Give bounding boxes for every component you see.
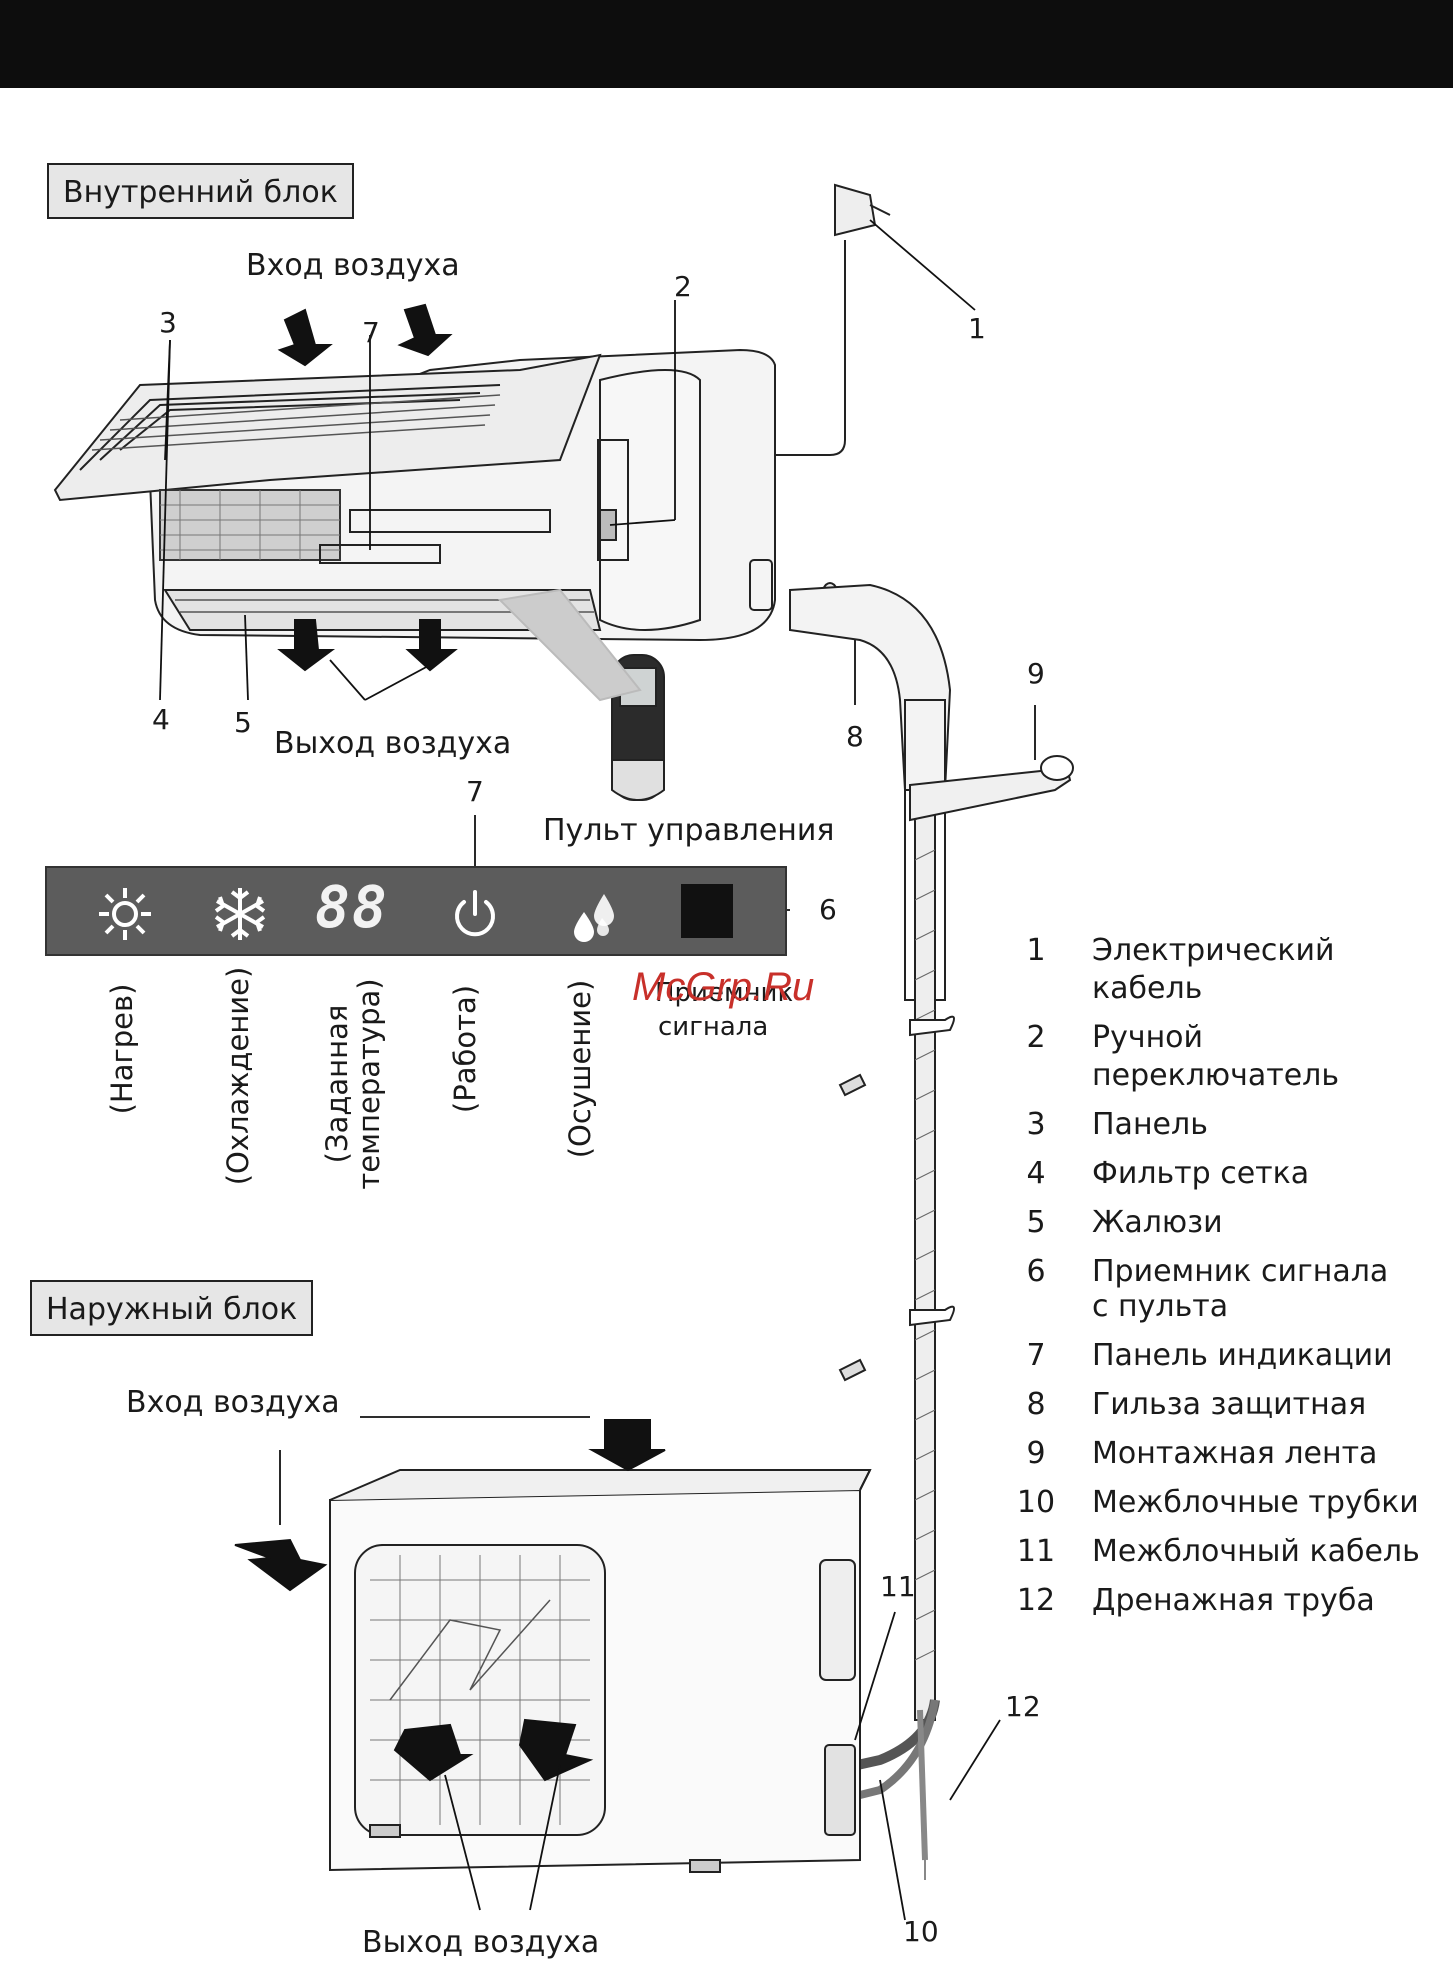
watermark-text: McGrp.Ru bbox=[632, 965, 815, 1009]
legend-list: 1 Электрический кабель 2 Ручной переключате… bbox=[1010, 932, 1450, 1631]
snowflake-icon bbox=[214, 888, 266, 940]
legend-item-text: Фильтр сетка bbox=[1092, 1156, 1310, 1191]
legend-item-number: 4 bbox=[1026, 1156, 1046, 1191]
callout-9: 9 bbox=[1027, 657, 1045, 690]
water-drops-icon bbox=[574, 894, 614, 942]
legend-item-text: Монтажная лента bbox=[1092, 1436, 1378, 1471]
power-icon bbox=[455, 890, 495, 937]
legend-item: 11 Межблочный кабель bbox=[1010, 1533, 1450, 1571]
legend-item-text: Электрический кабель bbox=[1092, 933, 1335, 1006]
callout-5: 5 bbox=[234, 706, 252, 739]
legend-item: 7 Панель индикации bbox=[1010, 1337, 1450, 1375]
indoor-unit-drawing bbox=[53, 183, 891, 642]
callout-7a: 7 bbox=[362, 316, 380, 349]
legend-item-number: 10 bbox=[1016, 1485, 1056, 1520]
legend-item-text: Жалюзи bbox=[1092, 1205, 1223, 1240]
receiver-caption-1: Приемник bbox=[655, 978, 794, 1008]
callout-10: 10 bbox=[903, 1915, 939, 1948]
legend-item-text: Дренажная труба bbox=[1092, 1583, 1375, 1618]
temperature-display: 88 bbox=[315, 873, 389, 941]
callout-4: 4 bbox=[152, 703, 170, 736]
legend-item: 5 Жалюзи bbox=[1010, 1204, 1450, 1242]
legend-item: 9 Монтажная лента bbox=[1010, 1435, 1450, 1473]
callout-3: 3 bbox=[159, 306, 177, 339]
indicator-panel: 88 bbox=[45, 866, 787, 956]
air-in-label-top: Вход воздуха bbox=[246, 248, 460, 283]
legend-item-number: 9 bbox=[1026, 1436, 1046, 1471]
callout-2: 2 bbox=[674, 270, 692, 303]
legend-item: 6 Приемник сигнала bbox=[1010, 1253, 1450, 1291]
legend-item-number: 6 bbox=[1026, 1254, 1046, 1289]
receiver-caption-2: сигнала bbox=[658, 1012, 769, 1042]
air-in-label-outdoor: Вход воздуха bbox=[126, 1385, 340, 1420]
legend-item-number: 5 bbox=[1026, 1205, 1046, 1240]
mode-settemp-label: (Заданная температура) bbox=[320, 939, 386, 1229]
legend-item-text: с пульта bbox=[1092, 1289, 1229, 1324]
legend-item-text: Межблочный кабель bbox=[1092, 1534, 1420, 1569]
legend-item: 4 Фильтр сетка bbox=[1010, 1155, 1450, 1193]
outdoor-unit-drawing bbox=[329, 1469, 872, 1873]
air-out-label-top: Выход воздуха bbox=[274, 726, 512, 761]
legend-item-number: 11 bbox=[1016, 1534, 1056, 1569]
legend-item-text: Приемник сигнала bbox=[1092, 1254, 1389, 1289]
legend-item: 8 Гильза защитная bbox=[1010, 1386, 1450, 1424]
callout-8: 8 bbox=[846, 720, 864, 753]
legend-item: 2 Ручной переключатель bbox=[1010, 1019, 1450, 1095]
legend-item: 3 Панель bbox=[1010, 1106, 1450, 1144]
legend-item-text: Межблочные трубки bbox=[1092, 1485, 1419, 1520]
legend-item: 1 Электрический кабель bbox=[1010, 932, 1450, 1008]
legend-item-number: 12 bbox=[1016, 1583, 1056, 1618]
legend-item: 10 Межблочные трубки bbox=[1010, 1484, 1450, 1522]
legend-item-number: 7 bbox=[1026, 1338, 1046, 1373]
mode-run-label: (Работа) bbox=[448, 984, 482, 1114]
protective-sleeve-and-pipes bbox=[789, 582, 1074, 1880]
mode-heat-label: (Нагрев) bbox=[105, 983, 139, 1115]
callout-1: 1 bbox=[968, 312, 986, 345]
legend-item-text: Гильза защитная bbox=[1092, 1387, 1367, 1422]
mode-settemp-line1: (Заданная bbox=[320, 1004, 354, 1164]
air-arrows-outdoor bbox=[234, 1419, 666, 1782]
legend-item-text: Панель индикации bbox=[1092, 1338, 1393, 1373]
mode-cool-label: (Охлаждение) bbox=[221, 966, 255, 1186]
legend-item-number: 1 bbox=[1026, 933, 1046, 968]
header-bar bbox=[0, 0, 1453, 88]
legend-item: 12 Дренажная труба bbox=[1010, 1582, 1450, 1620]
callout-11: 11 bbox=[880, 1570, 916, 1603]
legend-item: с пульта bbox=[1010, 1288, 1450, 1326]
callout-6: 6 bbox=[819, 893, 837, 926]
mode-dry-label: (Осушение) bbox=[563, 979, 597, 1159]
legend-item-text: Ручной переключатель bbox=[1092, 1020, 1340, 1093]
outdoor-unit-title: Наружный блок bbox=[30, 1280, 314, 1336]
callout-12: 12 bbox=[1005, 1690, 1041, 1723]
remote-control-drawing bbox=[497, 588, 665, 801]
remote-label: Пульт управления bbox=[543, 813, 835, 848]
air-out-label-outdoor: Выход воздуха bbox=[362, 1925, 600, 1960]
legend-item-number: 8 bbox=[1026, 1387, 1046, 1422]
legend-item-text: Панель bbox=[1092, 1107, 1208, 1142]
legend-item-number: 3 bbox=[1026, 1107, 1046, 1142]
indoor-unit-title: Внутренний блок bbox=[47, 163, 354, 219]
signal-receiver-window bbox=[681, 884, 733, 938]
sun-icon bbox=[99, 888, 151, 940]
air-arrows-indoor bbox=[277, 303, 458, 672]
legend-item-number: 2 bbox=[1026, 1020, 1046, 1055]
callout-7b: 7 bbox=[466, 775, 484, 808]
mode-settemp-line2: температура) bbox=[352, 978, 386, 1190]
